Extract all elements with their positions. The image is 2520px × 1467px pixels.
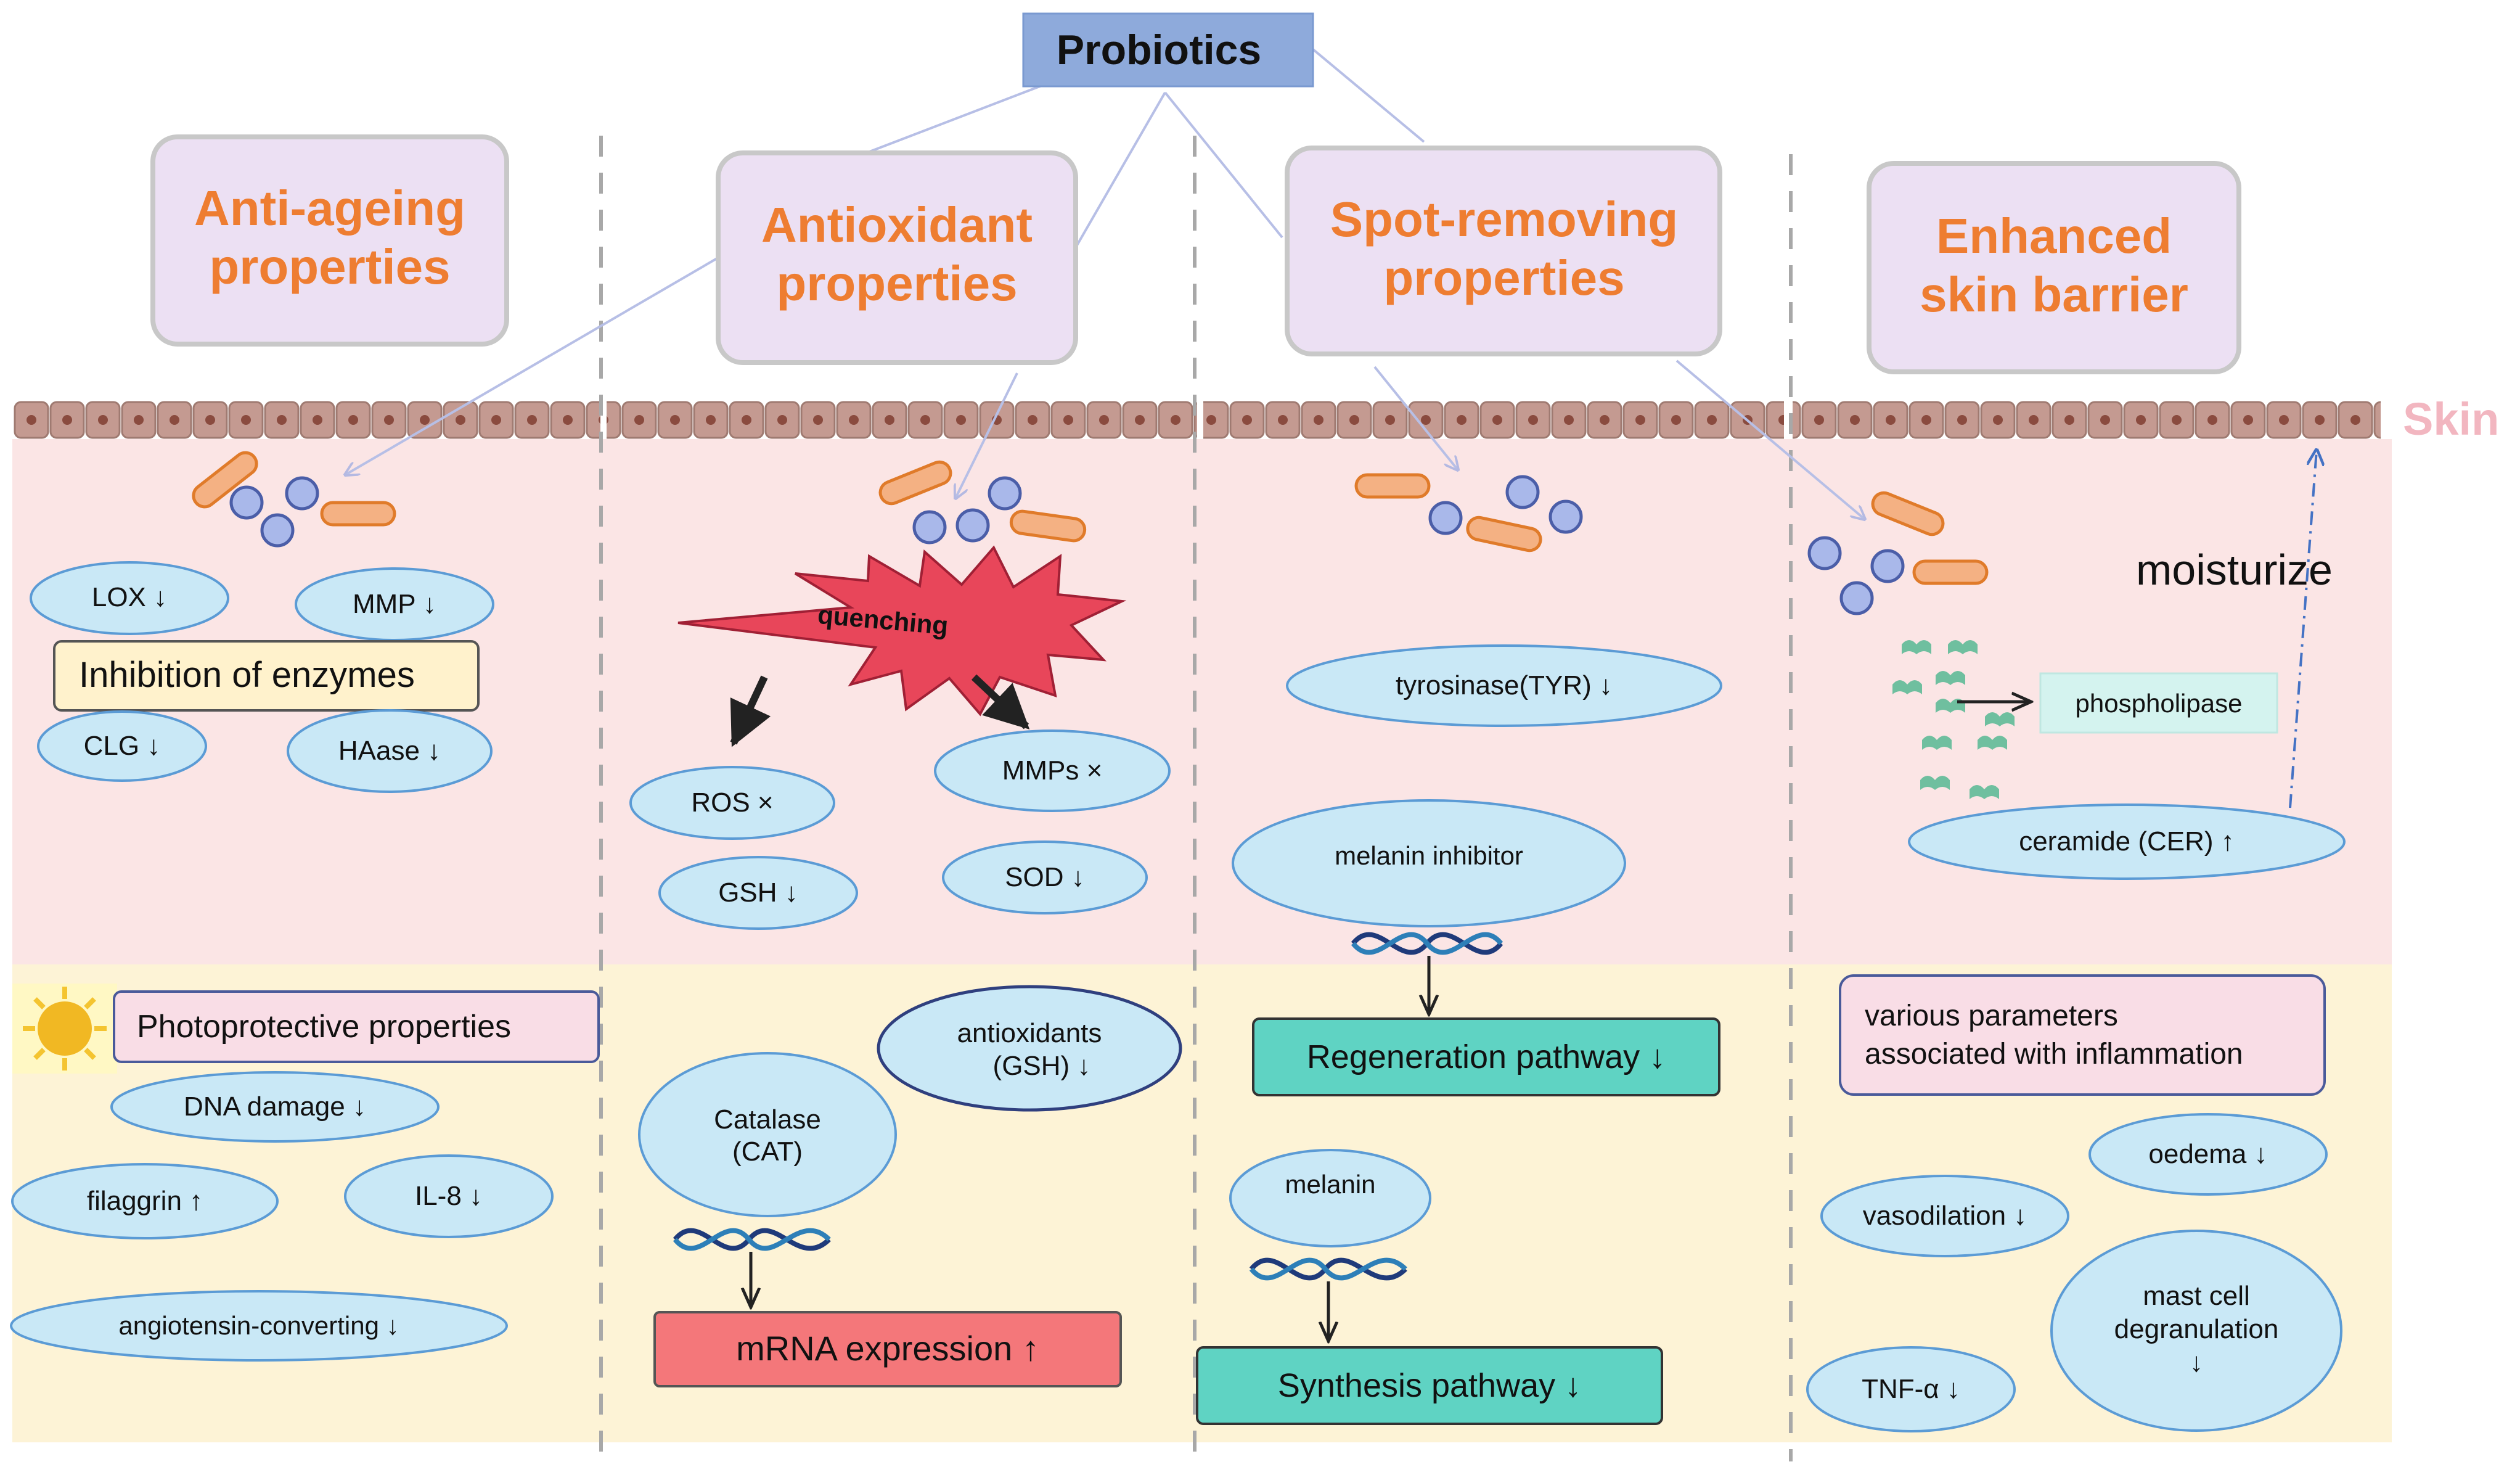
regeneration-pathway-box: Regeneration pathway ↓ bbox=[1252, 1017, 1720, 1096]
category-label: Enhanced bbox=[1936, 208, 2172, 263]
inhibition-of-enzymes-box: Inhibition of enzymes bbox=[53, 640, 480, 712]
svg-text:(GSH) ↓: (GSH) ↓ bbox=[993, 1051, 1091, 1081]
bacteria-cluster-icon bbox=[1354, 473, 1583, 553]
svg-text:mast cell: mast cell bbox=[2143, 1281, 2250, 1311]
svg-text:GSH ↓: GSH ↓ bbox=[718, 877, 798, 908]
inflammation-box: various parameters associated with infla… bbox=[1839, 974, 2326, 1096]
category-label: properties bbox=[1383, 250, 1624, 305]
melanin-inhibitor-node: melanin inhibitor bbox=[1232, 799, 1626, 927]
phospholipase-box: phospholipase bbox=[2039, 672, 2278, 734]
skin-label: Skin bbox=[2403, 393, 2499, 445]
photoprotective-box: Photoprotective properties bbox=[113, 990, 600, 1063]
bacteria-cluster-icon bbox=[1807, 491, 1989, 615]
antioxidants-gsh-node: antioxidants (GSH) ↓ bbox=[877, 985, 1182, 1112]
mast-cell-node: mast cell degranulation ↓ bbox=[2050, 1230, 2342, 1432]
svg-text:tyrosinase(TYR) ↓: tyrosinase(TYR) ↓ bbox=[1396, 670, 1613, 701]
svg-text:antioxidants: antioxidants bbox=[957, 1018, 1102, 1048]
svg-text:degranulation: degranulation bbox=[2114, 1314, 2279, 1344]
bacteria-cluster-icon bbox=[878, 460, 1087, 544]
lox-node: LOX ↓ bbox=[30, 561, 229, 635]
svg-text:Photoprotective properties: Photoprotective properties bbox=[137, 1009, 511, 1045]
skin-layer bbox=[14, 401, 2381, 439]
svg-text:angiotensin-converting ↓: angiotensin-converting ↓ bbox=[118, 1311, 399, 1340]
svg-text:Synthesis pathway ↓: Synthesis pathway ↓ bbox=[1278, 1367, 1581, 1404]
ros-node: ROS × bbox=[629, 766, 835, 840]
category-label: Spot-removing bbox=[1330, 192, 1678, 247]
melanin-node: melanin bbox=[1229, 1149, 1431, 1247]
dna-helix-icon bbox=[673, 1228, 831, 1251]
ceramide-node: ceramide (CER) ↑ bbox=[1908, 803, 2346, 880]
lipid-particles-icon bbox=[1892, 640, 2015, 799]
mrna-expression-box: mRNA expression ↑ bbox=[653, 1311, 1122, 1387]
dna-damage-node: DNA damage ↓ bbox=[110, 1071, 440, 1143]
dna-helix-icon bbox=[1351, 932, 1503, 955]
svg-text:ceramide (CER) ↑: ceramide (CER) ↑ bbox=[2019, 826, 2235, 857]
svg-text:Catalase: Catalase bbox=[714, 1104, 821, 1135]
svg-text:CLG ↓: CLG ↓ bbox=[84, 731, 161, 761]
catalase-node: Catalase (CAT) bbox=[638, 1052, 897, 1217]
tnf-alpha-node: TNF-α ↓ bbox=[1806, 1346, 2016, 1432]
title-box bbox=[1022, 12, 1314, 88]
category-anti-ageing: Anti-ageing properties bbox=[150, 134, 509, 347]
svg-text:vasodilation ↓: vasodilation ↓ bbox=[1863, 1201, 2027, 1231]
svg-text:oedema ↓: oedema ↓ bbox=[2148, 1139, 2267, 1169]
svg-text:MMPs ×: MMPs × bbox=[1002, 755, 1103, 786]
quenching-burst-icon: quenching bbox=[677, 545, 1127, 717]
dna-helix-icon bbox=[1249, 1257, 1407, 1281]
svg-text:TNF-α ↓: TNF-α ↓ bbox=[1862, 1374, 1960, 1404]
category-label: properties bbox=[776, 256, 1017, 311]
mmp-node: MMP ↓ bbox=[295, 567, 494, 641]
svg-text:↓: ↓ bbox=[2190, 1347, 2203, 1378]
svg-text:various parameters: various parameters bbox=[1865, 1000, 2118, 1032]
category-label: Anti-ageing bbox=[194, 181, 465, 236]
tyrosinase-node: tyrosinase(TYR) ↓ bbox=[1286, 644, 1722, 727]
category-label: skin barrier bbox=[1920, 267, 2188, 322]
arrow bbox=[971, 674, 1030, 729]
svg-text:melanin: melanin bbox=[1285, 1170, 1375, 1199]
mmps-node: MMPs × bbox=[934, 729, 1171, 812]
svg-text:DNA damage ↓: DNA damage ↓ bbox=[184, 1091, 366, 1122]
sun-icon bbox=[12, 984, 117, 1074]
svg-text:IL-8 ↓: IL-8 ↓ bbox=[415, 1181, 483, 1211]
moisturize-label: moisturize bbox=[2136, 546, 2333, 594]
clg-node: CLG ↓ bbox=[37, 710, 207, 782]
oedema-node: oedema ↓ bbox=[2088, 1113, 2328, 1196]
svg-text:filaggrin ↑: filaggrin ↑ bbox=[87, 1186, 203, 1216]
arrow bbox=[730, 675, 771, 747]
svg-text:MMP ↓: MMP ↓ bbox=[353, 589, 436, 619]
category-label: properties bbox=[209, 239, 450, 294]
synthesis-pathway-box: Synthesis pathway ↓ bbox=[1196, 1346, 1663, 1425]
svg-text:mRNA expression ↑: mRNA expression ↑ bbox=[736, 1329, 1039, 1368]
category-spot-removing: Spot-removing properties bbox=[1285, 146, 1722, 356]
angiotensin-converting-node: angiotensin-converting ↓ bbox=[10, 1290, 508, 1362]
title-connectors bbox=[345, 48, 1865, 519]
svg-text:Regeneration pathway ↓: Regeneration pathway ↓ bbox=[1307, 1038, 1666, 1075]
svg-text:(CAT): (CAT) bbox=[732, 1136, 803, 1167]
haase-node: HAase ↓ bbox=[287, 709, 493, 793]
svg-text:melanin inhibitor: melanin inhibitor bbox=[1335, 841, 1523, 870]
column-dividers bbox=[599, 136, 1793, 1461]
category-label: Antioxidant bbox=[761, 197, 1033, 252]
svg-text:SOD ↓: SOD ↓ bbox=[1005, 862, 1085, 892]
svg-text:associated with inflammation: associated with inflammation bbox=[1865, 1038, 2243, 1070]
bacteria-cluster-icon bbox=[192, 451, 396, 548]
category-skin-barrier: Enhanced skin barrier bbox=[1867, 161, 2241, 374]
gsh-node: GSH ↓ bbox=[658, 856, 858, 930]
svg-text:LOX ↓: LOX ↓ bbox=[92, 582, 167, 612]
svg-text:Inhibition of enzymes: Inhibition of enzymes bbox=[79, 655, 415, 695]
moisturize-arrow bbox=[2289, 450, 2317, 808]
category-antioxidant: Antioxidant properties bbox=[716, 150, 1078, 365]
filaggrin-node: filaggrin ↑ bbox=[11, 1163, 279, 1239]
il8-node: IL-8 ↓ bbox=[344, 1154, 554, 1238]
svg-text:phospholipase: phospholipase bbox=[2076, 689, 2243, 718]
svg-text:ROS ×: ROS × bbox=[691, 787, 773, 818]
svg-text:HAase ↓: HAase ↓ bbox=[338, 736, 441, 766]
vasodilation-node: vasodilation ↓ bbox=[1820, 1175, 2069, 1257]
sod-node: SOD ↓ bbox=[942, 840, 1148, 914]
page-title: Probiotics bbox=[1057, 27, 1262, 73]
